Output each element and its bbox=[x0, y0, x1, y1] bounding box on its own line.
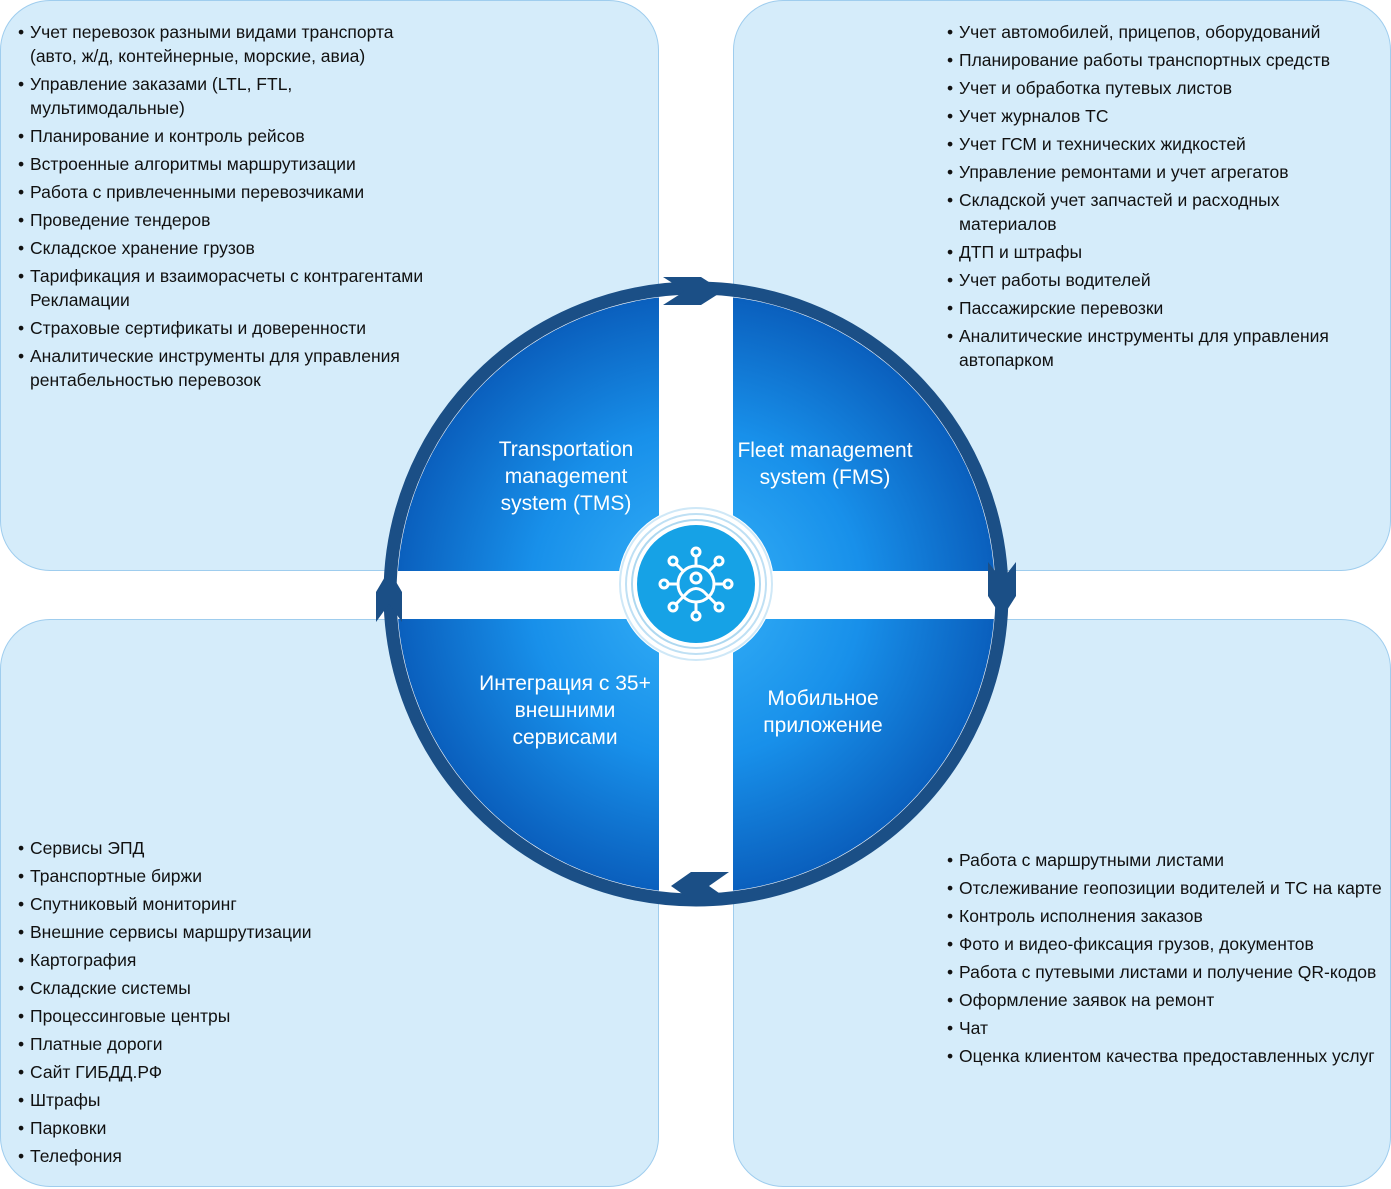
list-item: Сайт ГИБДД.РФ bbox=[18, 1060, 438, 1084]
arrow-right-icon bbox=[663, 277, 723, 305]
list-item: Оценка клиентом качества предоставленных… bbox=[947, 1044, 1387, 1068]
quadrant-label-integration: Интеграция с 35+ внешними сервисами bbox=[479, 672, 651, 749]
list-item: Аналитические инструменты для управления… bbox=[18, 344, 438, 392]
integration-feature-list: Сервисы ЭПД Транспортные биржиСпутниковый… bbox=[18, 836, 438, 1172]
list-item: Транспортные биржи bbox=[18, 864, 438, 888]
list-item: Учет журналов ТС bbox=[947, 104, 1367, 128]
list-item: Сервисы ЭПД bbox=[18, 836, 438, 860]
list-item: Учет перевозок разными видами транспорта… bbox=[18, 20, 438, 68]
list-item: Складской учет запчастей и расходных мат… bbox=[947, 188, 1367, 236]
list-item: Парковки bbox=[18, 1116, 438, 1140]
arrow-up-icon bbox=[376, 570, 402, 622]
list-item: Штрафы bbox=[18, 1088, 438, 1112]
list-item: Контроль исполнения заказов bbox=[947, 904, 1387, 928]
list-item: Учет ГСМ и технических жидкостей bbox=[947, 132, 1367, 156]
list-item: Телефония bbox=[18, 1144, 438, 1168]
list-item: Работа с маршрутными листами bbox=[947, 848, 1387, 872]
tms-feature-list: Учет перевозок разными видами транспорта… bbox=[18, 20, 438, 396]
list-item: Складские системы bbox=[18, 976, 438, 1000]
list-item: Тарификация и взаиморасчеты с контрагент… bbox=[18, 264, 438, 312]
list-item: Учет автомобилей, прицепов, оборудований bbox=[947, 20, 1367, 44]
arrow-down-icon bbox=[988, 562, 1016, 618]
hub-ring-inner bbox=[631, 519, 761, 649]
quadrant-label-mobile: Мобильное приложение bbox=[763, 687, 883, 737]
quadrant-label-fms: Fleet management system (FMS) bbox=[737, 439, 913, 489]
list-item: Аналитические инструменты для управления… bbox=[947, 324, 1367, 372]
list-item: Учет работы водителей bbox=[947, 268, 1367, 292]
list-item: Складское хранение грузов bbox=[18, 236, 438, 260]
mobile-feature-list: Работа с маршрутными листамиОтслеживание… bbox=[947, 848, 1387, 1072]
hub-ring-middle bbox=[625, 513, 767, 655]
list-item: Оформление заявок на ремонт bbox=[947, 988, 1387, 1012]
list-item: ДТП и штрафы bbox=[947, 240, 1367, 264]
list-item: Проведение тендеров bbox=[18, 208, 438, 232]
list-item: Отслеживание геопозиции водителей и ТС н… bbox=[947, 876, 1387, 900]
list-item: Работа с привлеченными перевозчиками bbox=[18, 180, 438, 204]
quadrant-tms bbox=[397, 295, 659, 571]
list-item: Чат bbox=[947, 1016, 1387, 1040]
list-item: Спутниковый мониторинг bbox=[18, 892, 438, 916]
list-item: Встроенные алгоритмы маршрутизации bbox=[18, 152, 438, 176]
list-item: Фото и видео-фиксация грузов, документов bbox=[947, 932, 1387, 956]
quadrant-label-tms: Transportation management system (TMS) bbox=[498, 438, 634, 515]
quadrant-integration bbox=[397, 619, 659, 893]
list-item: Планирование работы транспортных средств bbox=[947, 48, 1367, 72]
list-item: Картография bbox=[18, 948, 438, 972]
hub-ring-outer bbox=[619, 507, 773, 661]
list-item: Процессинговые центры bbox=[18, 1004, 438, 1028]
network-user-icon bbox=[658, 546, 734, 622]
arrow-left-icon bbox=[671, 872, 729, 900]
list-item: Пассажирские перевозки bbox=[947, 296, 1367, 320]
list-item: Страховые сертификаты и доверенности bbox=[18, 316, 438, 340]
list-item: Управление ремонтами и учет агрегатов bbox=[947, 160, 1367, 184]
list-item: Управление заказами (LTL, FTL, мультимод… bbox=[18, 72, 438, 120]
list-item: Учет и обработка путевых листов bbox=[947, 76, 1367, 100]
fms-feature-list: Учет автомобилей, прицепов, оборудований… bbox=[947, 20, 1367, 376]
list-item: Платные дороги bbox=[18, 1032, 438, 1056]
list-item: Внешние сервисы маршрутизации bbox=[18, 920, 438, 944]
list-item: Работа с путевыми листами и получение QR… bbox=[947, 960, 1387, 984]
list-item: Планирование и контроль рейсов bbox=[18, 124, 438, 148]
